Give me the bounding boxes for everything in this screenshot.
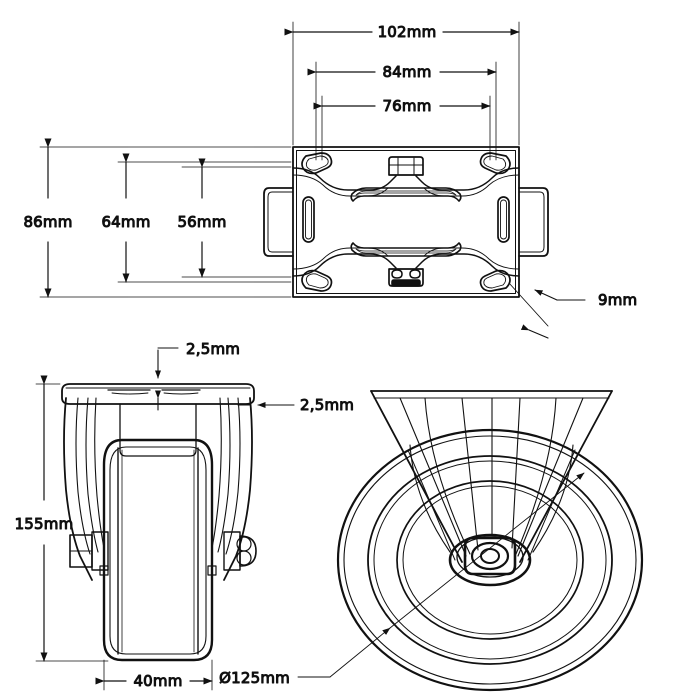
plate-slot-right <box>497 196 510 243</box>
dim-76mm-label: 76mm <box>382 97 431 115</box>
front-fork-right <box>211 397 253 581</box>
plate-nut-bottom-center <box>388 268 424 287</box>
plate-bolt-hole-bottom-right <box>479 269 511 292</box>
plate-side-tab-left <box>263 187 294 257</box>
dim-155mm: 155mm <box>14 375 109 662</box>
dim-40mm: 40mm <box>95 659 213 691</box>
plate-swage-bottom-left-inner <box>292 247 389 270</box>
front-fork-left <box>63 397 105 581</box>
dim-86mm-label: 86mm <box>23 213 72 231</box>
plate-swage-bottom-right <box>415 253 520 277</box>
dim-84mm-label: 84mm <box>382 63 431 81</box>
dim-155mm-label: 155mm <box>15 515 74 533</box>
dim-9mm-label: 9mm <box>598 291 637 309</box>
plate-side-tab-right <box>518 187 549 257</box>
dim-84mm: 84mm <box>307 63 497 82</box>
dim-125mm-label: Ø125mm <box>219 669 290 687</box>
front-plate-rib-arcs <box>111 392 199 395</box>
plate-swage-bottom-right-inner <box>423 247 520 270</box>
plate-rib-upper <box>350 187 462 202</box>
plate-bolt-top-center <box>388 156 424 176</box>
plate-bolt-hole-top-right <box>479 152 511 175</box>
dim-56mm-label: 56mm <box>177 213 226 231</box>
side-wheel-rings <box>336 428 644 692</box>
dim-125mm: Ø125mm <box>219 472 585 688</box>
dim-86mm: 86mm <box>23 138 73 298</box>
dim-9mm: 9mm <box>508 282 638 339</box>
dim-102mm: 102mm <box>284 23 520 42</box>
plate-outline <box>292 146 520 298</box>
top-plate-view: 102mm 84mm 76mm 86mm 6 <box>23 21 638 339</box>
dim-2.5mm-top-label: 2,5mm <box>186 340 240 358</box>
plate-swage-top-left-inner <box>292 174 389 197</box>
top-view-extension-lines <box>292 21 520 161</box>
dim-56mm: 56mm <box>177 158 227 278</box>
front-axle-bolt-right <box>207 531 257 576</box>
plate-swage-bottom-left <box>292 253 397 277</box>
plate-bolt-hole-bottom-left <box>301 269 333 292</box>
front-view: 2,5mm 2,5mm 155mm 40mm <box>14 340 354 691</box>
dim-64mm-label: 64mm <box>101 213 150 231</box>
plate-slot-left <box>302 196 315 243</box>
dim-64mm: 64mm <box>101 153 151 283</box>
plate-swage-top-left <box>292 167 397 191</box>
plate-swage-top-right <box>415 167 520 191</box>
plate-rib-lower <box>350 242 462 257</box>
front-wheel <box>102 438 214 662</box>
front-fork-body <box>119 403 197 457</box>
plate-bolt-hole-top-left <box>301 152 333 175</box>
dim-2.5mm-side: 2,5mm <box>237 396 354 415</box>
dim-2.5mm-top: 2,5mm <box>155 340 240 411</box>
side-view: Ø125mm <box>219 390 644 692</box>
dim-102mm-label: 102mm <box>378 23 437 41</box>
dim-2.5mm-side-label: 2,5mm <box>300 396 354 414</box>
dim-40mm-label: 40mm <box>133 672 182 690</box>
plate-inner-outline <box>296 150 516 294</box>
dim-76mm: 76mm <box>313 97 491 116</box>
plate-swage-top-right-inner <box>423 174 520 197</box>
front-axle-bolt-left <box>69 531 109 576</box>
side-axle-nut <box>463 536 517 576</box>
top-view-left-extension-lines <box>39 146 292 298</box>
